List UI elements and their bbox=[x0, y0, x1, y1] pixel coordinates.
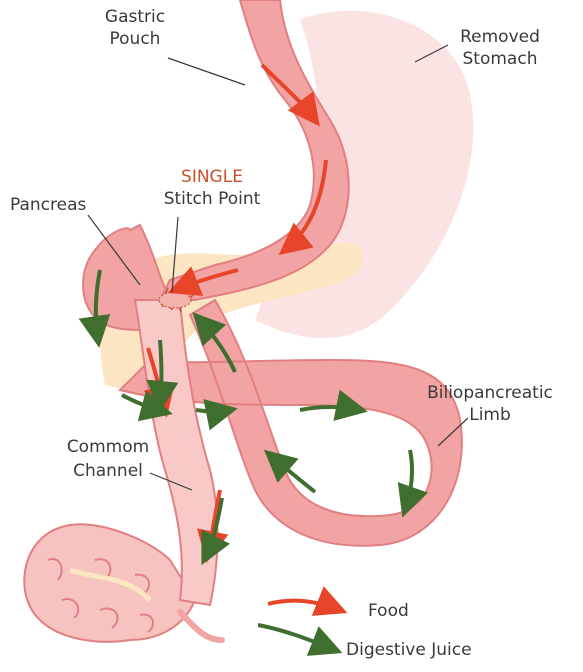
biliopancreatic-limb-label-line2: Limb bbox=[469, 405, 511, 425]
legend-digestive-juice-arrow bbox=[258, 625, 335, 650]
digestive-juice-arrow bbox=[405, 450, 412, 510]
digestive-juice-arrow bbox=[300, 407, 360, 410]
legend-food-arrow bbox=[268, 601, 340, 610]
single-label: SINGLE bbox=[181, 167, 243, 187]
common-channel-label-line2: Channel bbox=[73, 461, 143, 481]
common-channel-label-line1: Commom bbox=[67, 437, 149, 457]
digestive-juice-arrow bbox=[196, 410, 230, 412]
gastric-pouch-label-line2: Pouch bbox=[110, 29, 161, 49]
digestive-juice-arrow bbox=[160, 340, 162, 405]
pancreas-label: Pancreas bbox=[10, 195, 87, 215]
stitch-point bbox=[159, 292, 191, 308]
legend: Food Digestive Juice bbox=[258, 601, 472, 660]
removed-stomach-label-line2: Stomach bbox=[463, 49, 538, 69]
legend-food-label: Food bbox=[368, 601, 409, 621]
biliopancreatic-limb-label-line1: Biliopancreatic bbox=[427, 383, 553, 403]
leader-gastric-pouch bbox=[168, 58, 245, 85]
stitch-point-label: Stitch Point bbox=[164, 189, 261, 209]
gastric-pouch-label-line1: Gastric bbox=[105, 7, 165, 27]
legend-digestive-juice-label: Digestive Juice bbox=[346, 640, 472, 660]
removed-stomach-label-line1: Removed bbox=[460, 27, 540, 47]
